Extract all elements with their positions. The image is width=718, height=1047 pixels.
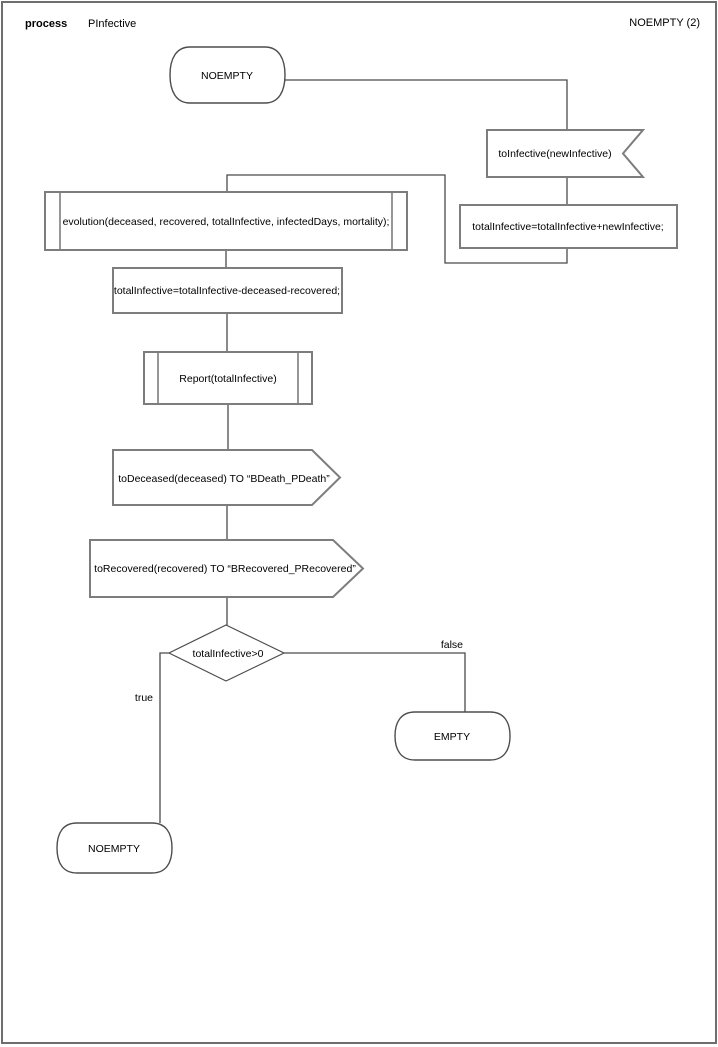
task-add-newinfective-label: totalInfective=totalInfective+newInfecti… — [472, 221, 663, 233]
state-noempty-top[interactable]: NOEMPTY — [169, 46, 286, 104]
state-noempty-bottom[interactable]: NOEMPTY — [56, 822, 173, 874]
connector-task-to-evolution — [226, 174, 568, 264]
output-todeceased[interactable]: toDeceased(deceased) TO “BDeath_PDeath” — [112, 449, 342, 506]
connector-state-to-input — [284, 79, 568, 130]
output-torecovered[interactable]: toRecovered(recovered) TO “BRecovered_PR… — [89, 539, 365, 598]
input-toinfective-label: toInfective(newInfective) — [498, 148, 611, 160]
output-todeceased-shape — [112, 449, 342, 506]
procedure-call-evolution-inner-lines — [59, 192, 393, 250]
decision-totalinfective-shape — [167, 624, 286, 682]
branch-label-false: false — [441, 639, 463, 651]
procedure-call-evolution-shape — [44, 191, 408, 251]
state-noempty-bottom-label: NOEMPTY — [88, 843, 140, 855]
header-process-name: PInfective — [88, 18, 136, 30]
state-noempty-bottom-shape — [56, 822, 173, 874]
task-subtract-label: totalInfective=totalInfective-deceased-r… — [114, 285, 340, 297]
input-toinfective[interactable]: toInfective(newInfective) — [486, 129, 646, 178]
input-toinfective-shape — [486, 129, 646, 178]
output-torecovered-label: toRecovered(recovered) TO “BRecovered_PR… — [94, 563, 356, 575]
connector-false-branch — [284, 652, 466, 712]
decision-totalinfective[interactable]: totalInfective>0 — [167, 624, 286, 682]
branch-label-true: true — [135, 692, 153, 704]
header-kind-label: process — [25, 18, 67, 30]
procedure-call-report-shape — [143, 351, 313, 405]
procedure-call-report-inner-lines — [157, 352, 299, 404]
state-noempty-top-label: NOEMPTY — [201, 70, 253, 82]
procedure-call-evolution-label: evolution(deceased, recovered, totalInfe… — [63, 216, 390, 228]
task-subtract-deceased-recovered[interactable]: totalInfective=totalInfective-deceased-r… — [112, 267, 343, 314]
task-add-newinfective-shape — [459, 204, 678, 249]
task-add-newinfective[interactable]: totalInfective=totalInfective+newInfecti… — [459, 204, 678, 249]
state-empty[interactable]: EMPTY — [394, 711, 511, 761]
state-empty-shape — [394, 711, 511, 761]
decision-totalinfective-label: totalInfective>0 — [193, 648, 264, 660]
procedure-call-evolution[interactable]: evolution(deceased, recovered, totalInfe… — [44, 191, 408, 251]
state-empty-label: EMPTY — [434, 731, 470, 743]
procedure-call-report-label: Report(totalInfective) — [179, 373, 276, 385]
task-subtract-shape — [112, 267, 343, 314]
connector-true-branch — [159, 652, 169, 823]
state-noempty-top-shape — [169, 46, 286, 104]
output-todeceased-label: toDeceased(deceased) TO “BDeath_PDeath” — [118, 473, 330, 485]
output-torecovered-shape — [89, 539, 365, 598]
procedure-call-report[interactable]: Report(totalInfective) — [143, 351, 313, 405]
header-page-ref: NOEMPTY (2) — [629, 17, 700, 29]
